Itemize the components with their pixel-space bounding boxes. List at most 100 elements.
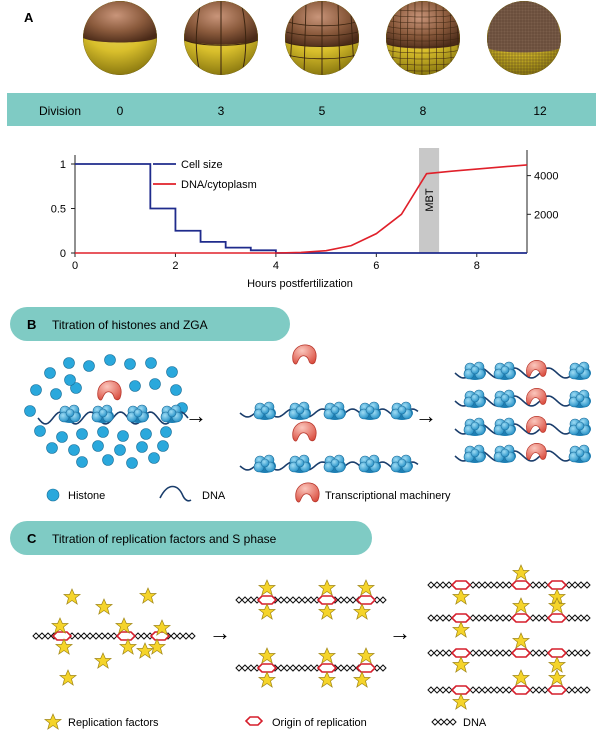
- nucleosome-icon: [390, 454, 414, 474]
- dna-link: [433, 581, 441, 589]
- dna-link: [98, 632, 106, 640]
- dna-link: [307, 664, 315, 672]
- histone-icon: [56, 431, 68, 443]
- panel-a-letter: A: [24, 10, 34, 25]
- embryo-cell-boundaries: [487, 1, 561, 75]
- origin-of-replication-icon: [256, 595, 278, 605]
- replication-factor-icon: [452, 588, 470, 605]
- dna-link: [427, 649, 435, 657]
- right-y-tick-label: 4000: [534, 171, 558, 183]
- replication-factor-icon: [318, 579, 336, 596]
- histone-icon: [140, 428, 152, 440]
- nucleosome-icon: [253, 454, 277, 474]
- histone-icon: [30, 384, 42, 396]
- dna-link: [379, 596, 387, 604]
- replication-factor-icon: [512, 597, 530, 614]
- transcriptional-machinery-icon: [526, 388, 547, 406]
- origin-of-replication-icon: [149, 631, 171, 641]
- right-y-tick-label: 2000: [534, 209, 558, 221]
- dna-link: [295, 664, 303, 672]
- dna-link: [439, 649, 447, 657]
- replication-factor-icon: [119, 638, 137, 655]
- replication-factor-icon: [139, 587, 157, 604]
- nucleosome-icon: [463, 444, 487, 464]
- replication-factor-icon: [353, 603, 371, 620]
- origin-of-replication-icon: [450, 580, 472, 590]
- origin-of-replication-icon: [450, 685, 472, 695]
- dna-legend-icon: [159, 485, 192, 502]
- dna-link: [349, 596, 357, 604]
- histone-icon: [63, 357, 75, 369]
- dna-link: [475, 649, 483, 657]
- histone-icon: [136, 441, 148, 453]
- nucleosome-icon: [288, 454, 312, 474]
- transcriptional-machinery-icon: [526, 360, 547, 378]
- dna-link: [433, 614, 441, 622]
- dna-link: [499, 581, 507, 589]
- replication-factor-icon: [115, 617, 133, 634]
- origin-of-replication-icon: [510, 613, 532, 623]
- nucleosome-icon: [568, 444, 592, 464]
- nucleosome-icon: [493, 417, 517, 437]
- replication-factor-icon: [148, 638, 166, 655]
- origin-of-replication-icon: [546, 613, 568, 623]
- dna-link: [487, 686, 495, 694]
- dna-link: [176, 632, 184, 640]
- histone-icon: [145, 357, 157, 369]
- dna-link: [301, 596, 309, 604]
- replication-factor-icon: [548, 597, 566, 614]
- dna-link: [104, 632, 112, 640]
- replication-factor-legend-icon: [44, 713, 62, 730]
- nucleosome-icon: [463, 389, 487, 409]
- replication-factor-icon: [357, 579, 375, 596]
- dna-link: [92, 632, 100, 640]
- origin-of-replication-icon: [510, 685, 532, 695]
- nucleosome-icon: [463, 417, 487, 437]
- dna-link: [337, 596, 345, 604]
- dna-link: [283, 596, 291, 604]
- nucleosome-icon: [323, 454, 347, 474]
- replication-factor-icon: [258, 579, 276, 596]
- histone-icon: [117, 430, 129, 442]
- origin-of-replication-icon: [256, 663, 278, 673]
- panel-b-letter: B: [27, 317, 36, 332]
- nucleosome-icon: [568, 417, 592, 437]
- dna-link: [535, 581, 543, 589]
- x-tick-label: 2: [172, 260, 178, 272]
- panel-c-header: [10, 521, 372, 555]
- origin-of-replication-icon: [316, 595, 338, 605]
- panel-c-letter: C: [27, 531, 37, 546]
- histone-icon: [64, 374, 76, 386]
- dna-link: [140, 632, 148, 640]
- histone-icon: [102, 454, 114, 466]
- dna-link: [247, 596, 255, 604]
- dna-link: [289, 664, 297, 672]
- replication-factor-icon: [318, 671, 336, 688]
- arrow-icon: →: [185, 403, 207, 428]
- dna-link: [487, 649, 495, 657]
- origin-of-replication-icon: [51, 631, 73, 641]
- division-value: 3: [218, 104, 225, 118]
- nucleosome-icon: [323, 401, 347, 421]
- embryo-division-3: [184, 1, 258, 75]
- division-label: Division: [39, 104, 81, 118]
- histone-icon: [160, 426, 172, 438]
- replication-factor-icon: [452, 693, 470, 710]
- transcriptional-machinery-icon: [526, 443, 547, 461]
- replication-factor-icon: [94, 652, 112, 669]
- origin-of-replication-icon: [355, 663, 377, 673]
- histone-icon: [34, 425, 46, 437]
- panel-b-header: [10, 307, 290, 341]
- dna-link: [343, 596, 351, 604]
- dna-link: [182, 632, 190, 640]
- histone-icon: [114, 444, 126, 456]
- origin-of-replication-icon: [450, 613, 472, 623]
- dna-link: [427, 614, 435, 622]
- dna-link: [535, 614, 543, 622]
- dna-link: [577, 686, 585, 694]
- replication-factor-icon: [318, 603, 336, 620]
- dna-link: [583, 614, 591, 622]
- nucleosome-icon: [288, 401, 312, 421]
- x-axis-label: Hours postfertilization: [247, 278, 353, 290]
- legend-origin-of-replication: Origin of replication: [272, 717, 367, 729]
